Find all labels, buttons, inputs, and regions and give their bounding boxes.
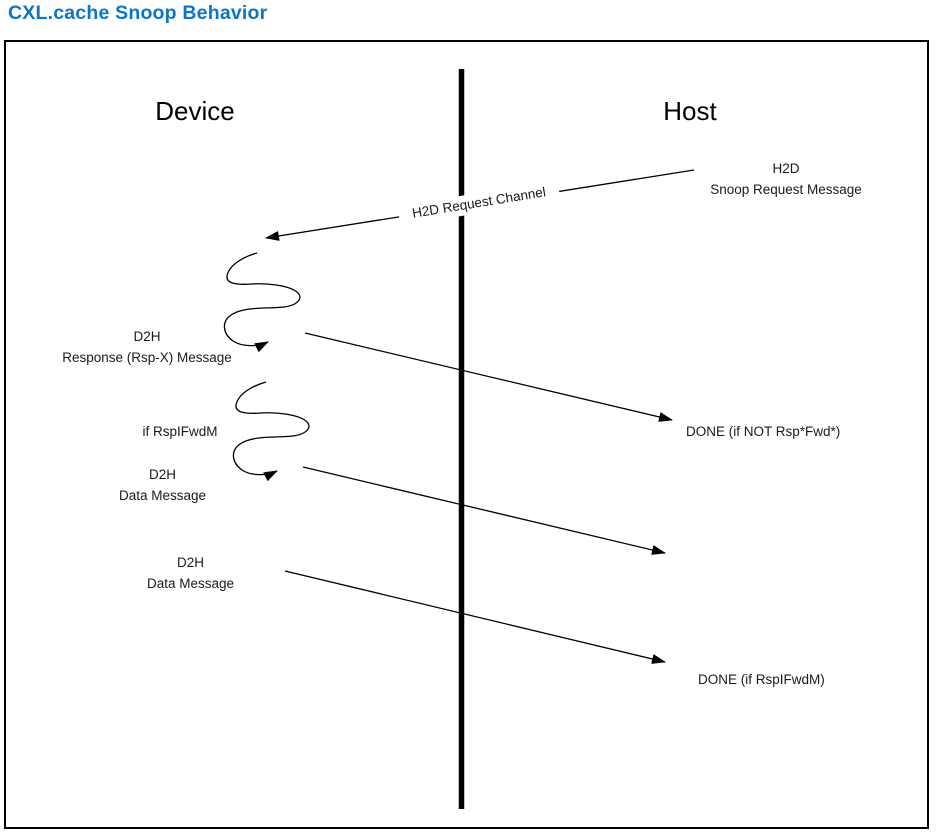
- label-d2h-data-1-line1: D2H: [148, 467, 176, 482]
- label-done-not-fwd: DONE (if NOT Rsp*Fwd*): [686, 424, 841, 439]
- lane-title-device: Device: [155, 96, 235, 126]
- label-d2h-data-2: D2H Data Message: [113, 552, 268, 594]
- lane-title-host: Host: [663, 96, 717, 126]
- device-processing-squiggle-2: [232, 381, 310, 482]
- arrow-d2h-data-2: [284, 570, 666, 664]
- diagram-border-box: [4, 40, 929, 829]
- label-d2h-response-line2: Response (Rsp-X) Message: [62, 350, 232, 365]
- label-d2h-data-1: D2H Data Message: [85, 464, 240, 506]
- label-d2h-response-line1: D2H: [133, 329, 161, 344]
- label-d2h-data-1-line2: Data Message: [118, 488, 207, 503]
- label-done-rspifwdm: DONE (if RspIFwdM): [698, 672, 825, 687]
- label-h2d-snoop-request: H2D Snoop Request Message: [705, 158, 867, 200]
- label-if-rspifwdm: if RspIFwdM: [142, 424, 218, 439]
- label-d2h-response: D2H Response (Rsp-X) Message: [58, 326, 236, 368]
- label-h2d-snoop-request-line2: Snoop Request Message: [710, 182, 862, 197]
- label-d2h-data-2-line1: D2H: [176, 555, 204, 570]
- arrow-d2h-data-1: [302, 466, 666, 555]
- label-h2d-snoop-request-line1: H2D: [772, 161, 800, 176]
- arrow-d2h-response: [304, 332, 673, 422]
- label-d2h-data-2-line2: Data Message: [146, 576, 235, 591]
- page-title: CXL.cache Snoop Behavior: [8, 2, 268, 24]
- device-processing-squiggle-1: [223, 252, 301, 353]
